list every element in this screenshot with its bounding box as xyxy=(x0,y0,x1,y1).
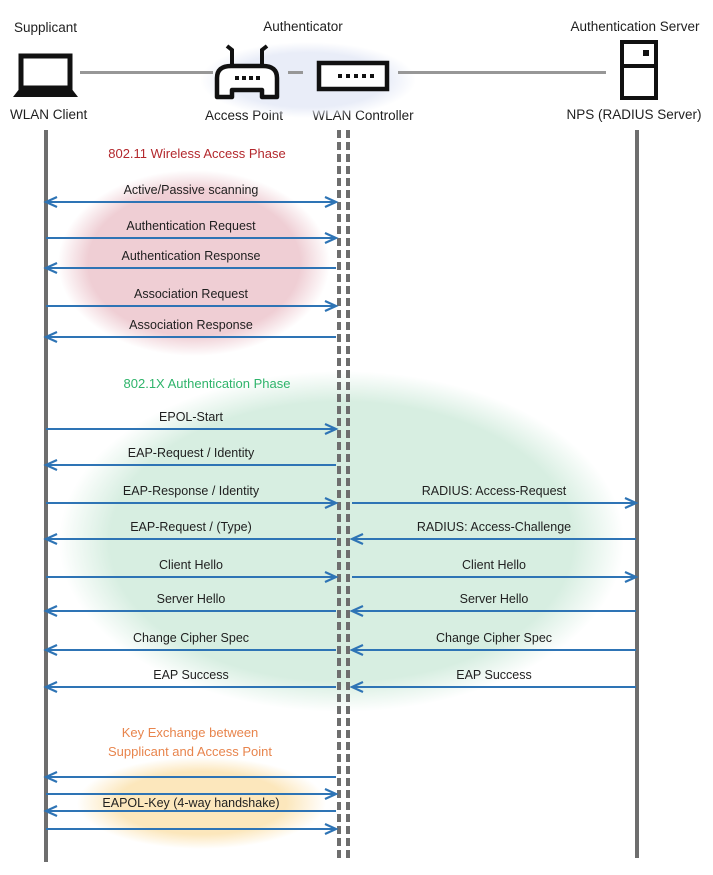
message-arrow xyxy=(43,804,336,818)
node-label-nps-radius-server: NPS (RADIUS Server) xyxy=(566,107,702,122)
message-arrow xyxy=(46,299,339,313)
server-lifeline xyxy=(635,130,639,858)
message-arrow xyxy=(352,570,639,584)
message-label: Authentication Response xyxy=(121,249,261,263)
role-label-supplicant: Supplicant xyxy=(14,20,78,35)
message-arrow xyxy=(46,822,339,836)
message-label: EAP Success xyxy=(153,668,229,682)
laptop-icon xyxy=(13,53,78,97)
phase1-title: 802.11 Wireless Access Phase xyxy=(108,146,286,161)
message-label: Client Hello xyxy=(159,558,223,572)
wlan-controller-icon xyxy=(316,60,390,92)
message-arrow xyxy=(349,604,636,618)
connector-line xyxy=(288,71,303,74)
phase3-title: Key Exchange between Supplicant and Acce… xyxy=(90,723,290,761)
message-arrow xyxy=(46,231,339,245)
message-arrow xyxy=(46,787,339,801)
message-label: Change Cipher Spec xyxy=(132,631,250,645)
message-arrow xyxy=(43,643,336,657)
connector-line xyxy=(398,71,606,74)
message-arrow xyxy=(43,330,336,344)
server-icon xyxy=(620,40,658,100)
phase2-ellipse xyxy=(59,371,624,712)
message-label: RADIUS: Access-Challenge xyxy=(416,520,572,534)
role-label-authentication-server: Authentication Server xyxy=(570,19,700,34)
message-label: Server Hello xyxy=(459,592,529,606)
node-label-wlan-client: WLAN Client xyxy=(10,107,88,122)
message-label: RADIUS: Access-Request xyxy=(421,484,567,498)
message-arrow xyxy=(46,496,339,510)
message-label: EAP-Response / Identity xyxy=(122,484,260,498)
message-label: EPOL-Start xyxy=(159,410,223,424)
authenticator-lifeline-left xyxy=(337,130,341,858)
phase3-title-line2: Supplicant and Access Point xyxy=(107,744,273,759)
message-label: EAP Success xyxy=(456,668,532,682)
message-arrow xyxy=(349,532,636,546)
message-label: EAP-Request / Identity xyxy=(127,446,255,460)
authenticator-lifeline-right xyxy=(346,130,350,858)
message-arrow xyxy=(43,195,339,209)
message-label: Association Request xyxy=(134,287,248,301)
message-arrow xyxy=(46,422,339,436)
role-label-authenticator: Authenticator xyxy=(263,19,343,34)
phase2-title: 802.1X Authentication Phase xyxy=(123,376,291,391)
supplicant-lifeline xyxy=(44,130,48,862)
message-label: Association Response xyxy=(129,318,253,332)
message-arrow xyxy=(46,570,339,584)
message-label: Active/Passive scanning xyxy=(123,183,259,197)
phase3-ellipse xyxy=(77,757,326,849)
access-point-icon xyxy=(214,44,280,100)
message-arrow xyxy=(349,680,636,694)
message-arrow xyxy=(43,458,336,472)
message-arrow xyxy=(43,604,336,618)
message-label: Change Cipher Spec xyxy=(435,631,553,645)
phase3-title-line1: Key Exchange between xyxy=(121,725,259,740)
message-arrow xyxy=(352,496,639,510)
message-label: Authentication Request xyxy=(126,219,256,233)
message-arrow xyxy=(43,261,336,275)
message-label: EAPOL-Key (4-way handshake) xyxy=(102,796,280,810)
message-label: Server Hello xyxy=(156,592,226,606)
message-arrow xyxy=(43,680,336,694)
message-arrow xyxy=(43,770,336,784)
message-label: EAP-Request / (Type) xyxy=(130,520,252,534)
message-arrow xyxy=(43,532,336,546)
message-label: Client Hello xyxy=(462,558,526,572)
message-arrow xyxy=(349,643,636,657)
connector-line xyxy=(80,71,213,74)
